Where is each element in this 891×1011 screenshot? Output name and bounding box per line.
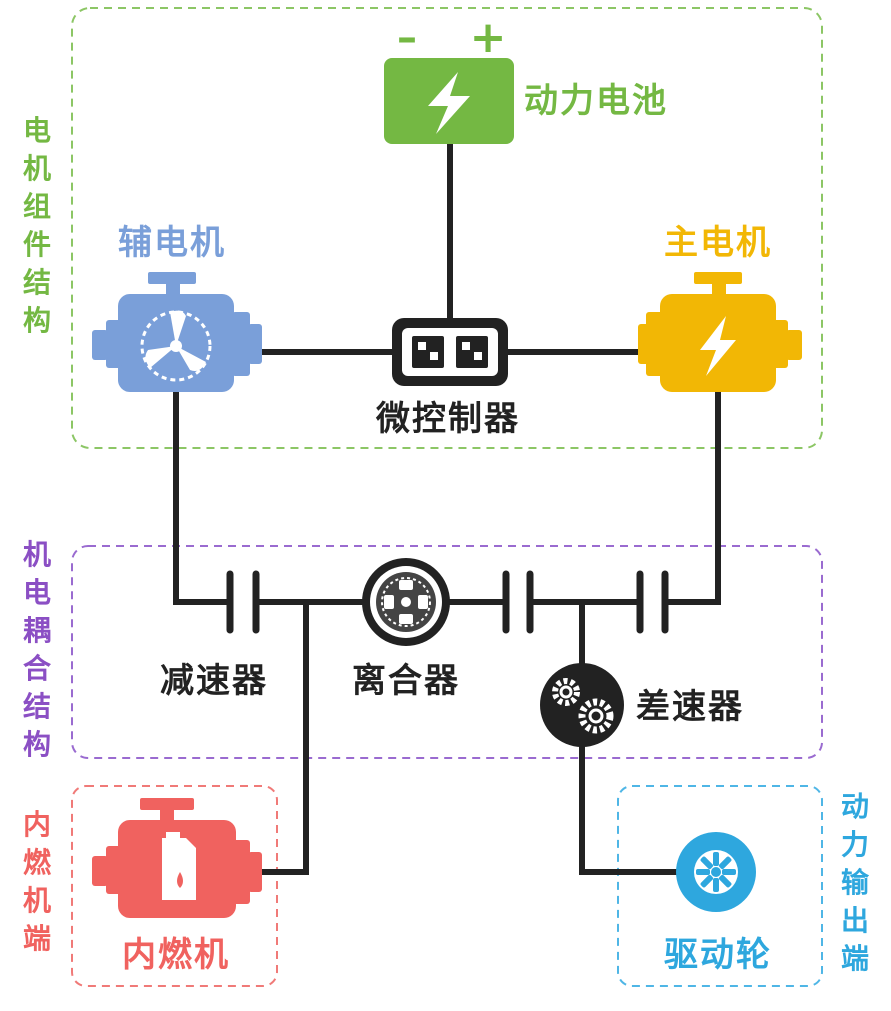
clutch-node bbox=[362, 558, 450, 646]
motor-assembly-group-label: 电机组件结构 bbox=[22, 114, 51, 337]
engine-end-group-label: 内燃机端 bbox=[22, 808, 51, 955]
main-motor-node bbox=[638, 272, 802, 392]
main-motor-label: 主电机 bbox=[664, 223, 772, 263]
clutch-label: 离合器 bbox=[352, 661, 460, 701]
lightning-icon bbox=[428, 72, 470, 134]
lightning-icon bbox=[700, 316, 736, 376]
aux-motor-label: 辅电机 bbox=[118, 223, 226, 263]
power-output-group-label: 动力输出端 bbox=[840, 790, 869, 975]
differential-label: 差速器 bbox=[636, 687, 744, 727]
motor-assembly-box bbox=[71, 7, 823, 449]
differential-node bbox=[540, 663, 624, 747]
aux-motor-node bbox=[92, 272, 262, 392]
coupling-group-label: 机电耦合结构 bbox=[22, 538, 51, 761]
chip-icon bbox=[412, 336, 488, 368]
battery-label: 动力电池 bbox=[524, 81, 668, 121]
battery-positive-terminal: + bbox=[470, 12, 507, 63]
engine-end-box bbox=[71, 785, 278, 987]
fuel-can-icon bbox=[162, 832, 196, 900]
clutch-plate-icon bbox=[376, 572, 436, 632]
battery-node: – + bbox=[384, 12, 514, 144]
gears-icon bbox=[552, 678, 614, 734]
engine-node bbox=[92, 798, 262, 918]
engine-label: 内燃机 bbox=[122, 935, 230, 975]
connection-lines bbox=[173, 139, 721, 875]
coupling-box bbox=[71, 545, 823, 759]
reducer-plates bbox=[226, 570, 669, 634]
drive-wheel-label: 驱动轮 bbox=[664, 935, 772, 975]
controller-label: 微控制器 bbox=[376, 399, 520, 439]
fan-icon bbox=[140, 310, 212, 382]
drive-wheel-node bbox=[676, 832, 756, 912]
reducer-label: 减速器 bbox=[160, 661, 268, 701]
battery-negative-terminal: – bbox=[397, 15, 417, 61]
controller-node bbox=[392, 318, 508, 386]
power-output-box bbox=[617, 785, 823, 987]
wheel-icon bbox=[694, 850, 738, 894]
